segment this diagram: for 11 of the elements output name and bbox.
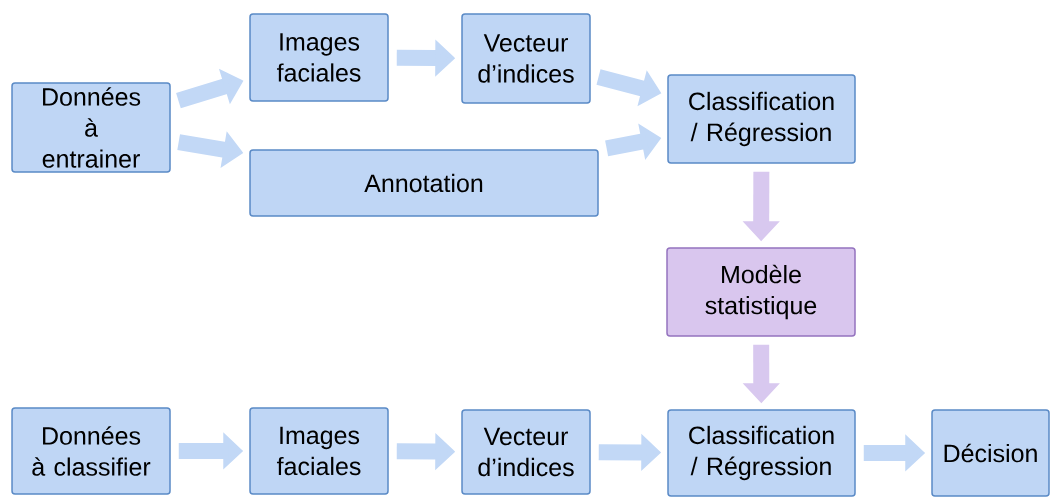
- process-box: Vecteur d’indices: [461, 13, 591, 104]
- process-box: Classification / Régression: [667, 409, 856, 497]
- process-box: Classification / Régression: [667, 74, 856, 164]
- process-box: Vecteur d’indices: [461, 409, 591, 495]
- process-box: Données à classifier: [11, 407, 171, 495]
- process-box: Images faciales: [249, 407, 389, 495]
- process-box: Annotation: [249, 149, 599, 217]
- model-box: Modèle statistique: [666, 247, 856, 337]
- process-box: Décision: [931, 409, 1050, 497]
- process-box: Images faciales: [249, 13, 389, 102]
- process-box: Données à entrainer: [11, 82, 171, 173]
